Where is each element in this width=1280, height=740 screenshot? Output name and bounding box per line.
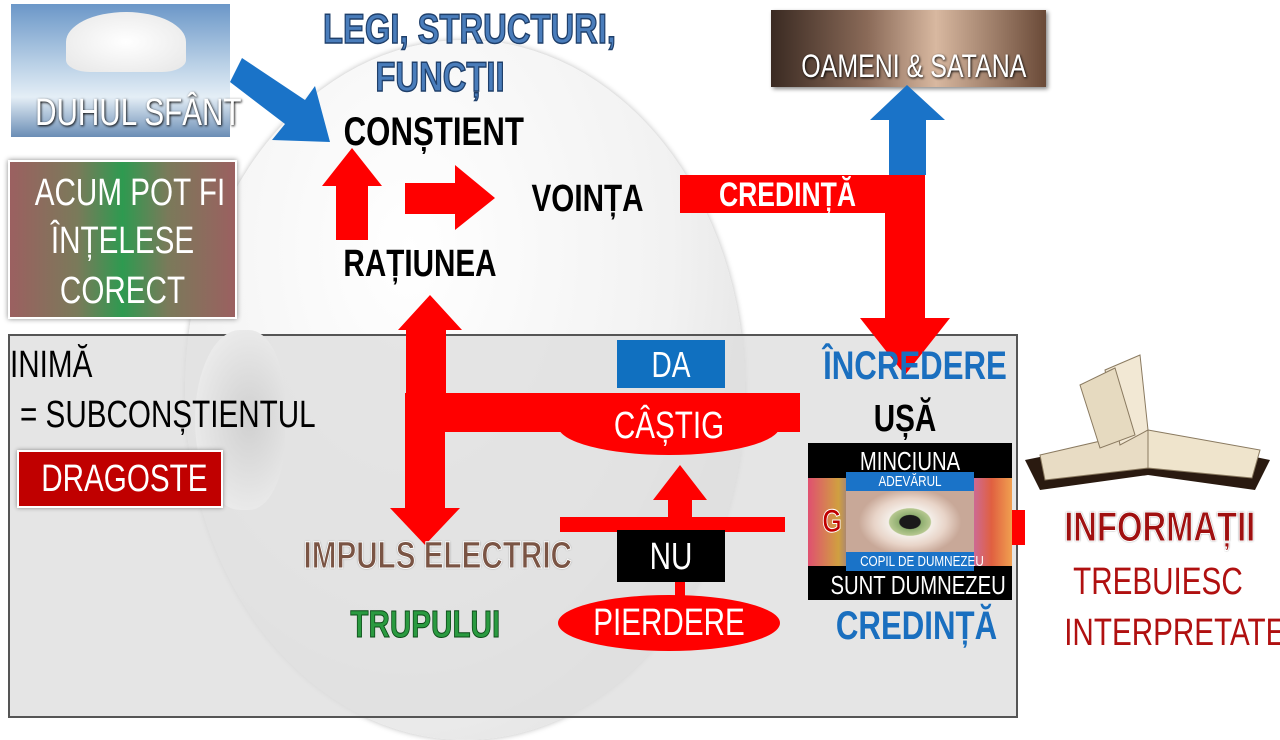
gain-label: CÂȘTIG: [613, 405, 725, 447]
red-line-no-loss: [675, 580, 685, 598]
love-label: DRAGOSTE: [41, 458, 208, 500]
yes-label: DA: [651, 344, 691, 385]
i-am-god-label: SUNT DUMNEZEU: [830, 570, 1006, 600]
blue-arrow-up-people: [870, 85, 945, 175]
loss-ellipse: PIERDERE: [558, 595, 780, 651]
faith-bar-label: CREDINȚĂ: [718, 176, 857, 214]
reason-label: RAȚIUNEA: [343, 243, 497, 285]
love-box: DRAGOSTE: [17, 450, 223, 508]
impulse-label: IMPULS ELECTRIC: [303, 535, 572, 577]
red-arrow-up-conscious: [322, 148, 382, 240]
subconscious-label: = SUBCONȘTIENTUL: [20, 394, 316, 436]
loss-label: PIERDERE: [593, 602, 745, 644]
conscious-label: CONȘTIENT: [343, 110, 524, 154]
truth-label: ADEVĂRUL: [878, 473, 942, 490]
note-line-2: ÎNȚELESE: [50, 220, 195, 262]
no-label: NU: [649, 536, 693, 578]
bible-icon: [1025, 354, 1270, 490]
information-line-1: TREBUIESC: [1073, 561, 1243, 603]
red-arrow-right-will: [405, 165, 495, 230]
note-line-1: ACUM POT FI: [34, 172, 226, 214]
head-title-line-1: LEGI, STRUCTURI,: [322, 5, 617, 52]
red-arrow-down-impulse: [390, 508, 460, 545]
yes-box: DA: [617, 340, 725, 388]
blue-arrow-to-conscious: [230, 58, 330, 142]
red-arrow-up-reason: [398, 295, 462, 395]
will-label: VOINȚA: [531, 178, 644, 220]
truth-bar: ADEVĂRUL: [846, 472, 974, 491]
child-of-god-bar: COPIL DE DUMNEZEU: [846, 552, 984, 571]
information-line-2: INTERPRETATE: [1064, 612, 1280, 654]
dove-icon: [66, 12, 186, 72]
note-box: ACUM POT FI ÎNȚELESE CORECT: [8, 160, 237, 319]
note-line-3: CORECT: [59, 270, 186, 312]
trust-label: ÎNCREDERE: [823, 344, 1007, 388]
information-title: INFORMAȚII: [1064, 503, 1256, 550]
faith-bar: CREDINȚĂ: [680, 175, 895, 213]
faith-label: CREDINȚĂ: [835, 604, 998, 648]
people-satan-image: OAMENI & SATANA: [771, 10, 1046, 87]
no-box: NU: [617, 530, 725, 582]
door-label: UȘĂ: [873, 398, 937, 440]
heart-label: INIMĂ: [10, 344, 93, 386]
body-label: TRUPULUI: [350, 604, 501, 646]
red-bar-horizontal-door: [560, 517, 785, 532]
people-satan-label: OAMENI & SATANA: [801, 48, 1027, 84]
gain-ellipse: CÂȘTIG: [558, 397, 780, 455]
child-of-god-label: COPIL DE DUMNEZEU: [860, 553, 984, 570]
red-bar-vertical-impulse: [405, 395, 445, 510]
g-letter: G: [822, 503, 842, 539]
red-arrow-up-gain: [653, 465, 707, 520]
lie-label: MINCIUNA: [859, 446, 961, 476]
holy-spirit-image: DUHUL SFÂNT: [11, 4, 241, 137]
head-title-line-2: FUNCȚII: [375, 53, 505, 100]
red-arrow-down-trust: [860, 318, 950, 375]
